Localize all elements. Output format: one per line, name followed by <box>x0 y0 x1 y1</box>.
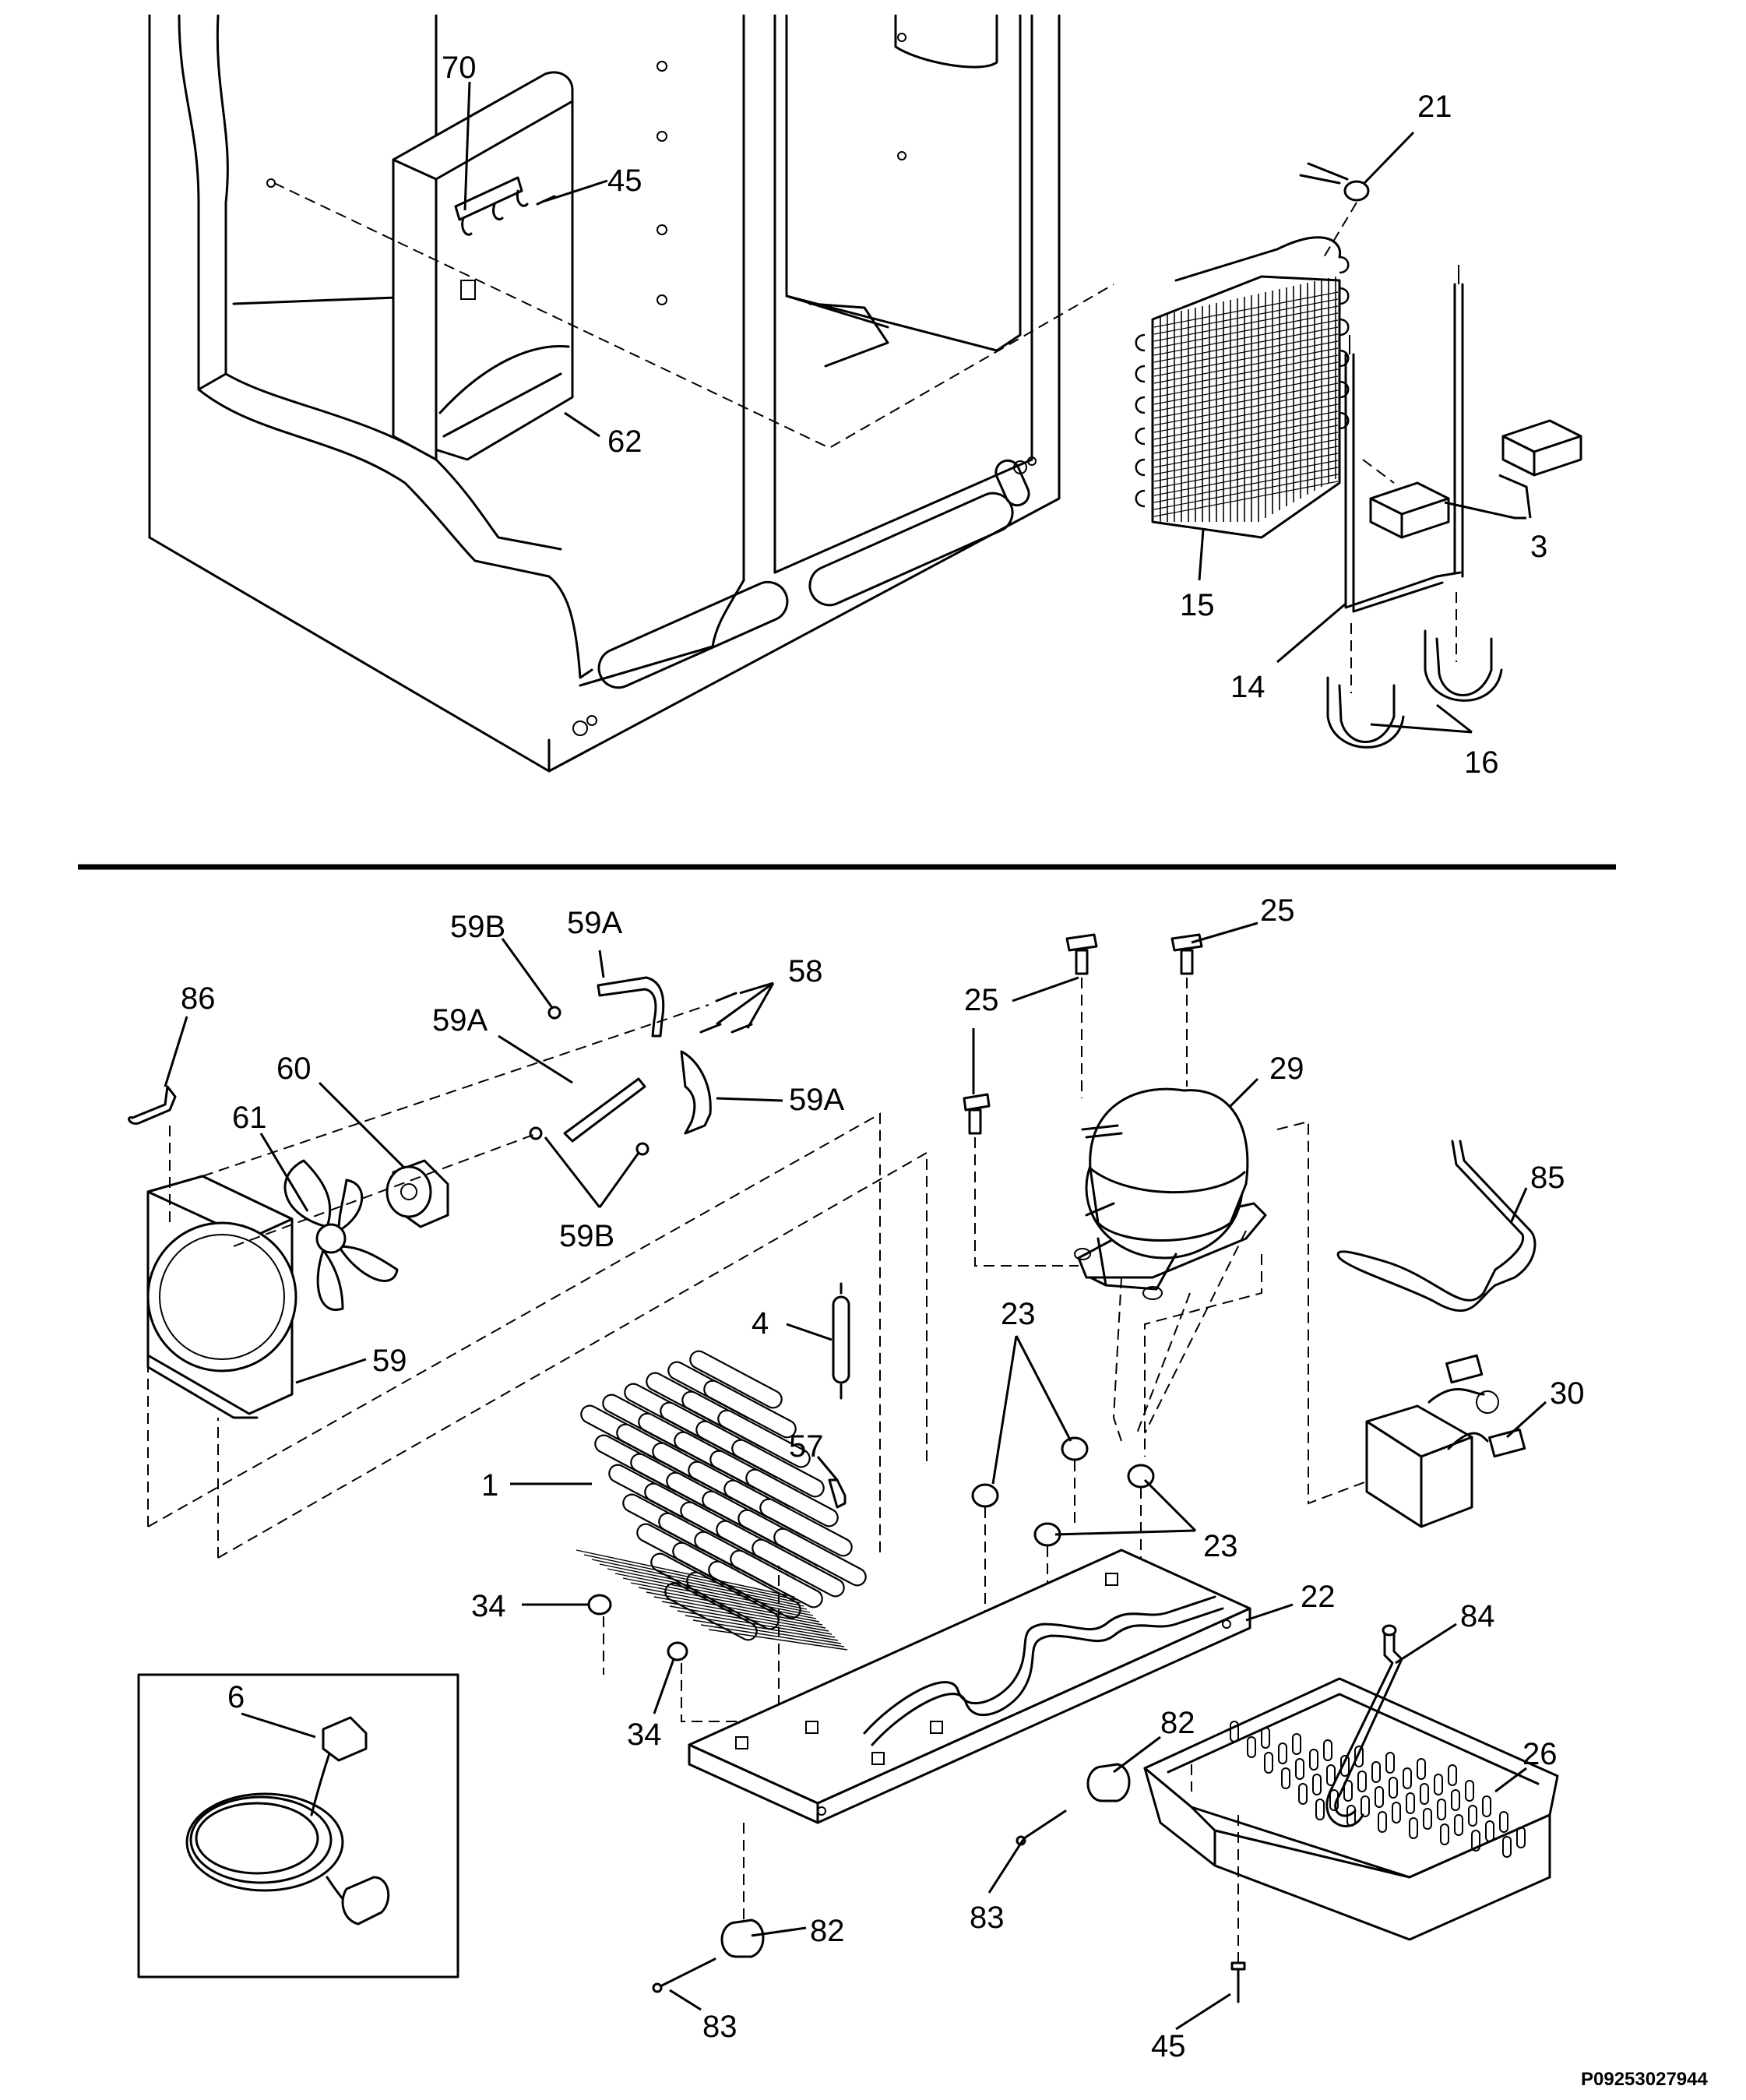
fan-motor-60 <box>385 1159 449 1228</box>
label-83-b: 83 <box>702 2010 737 2044</box>
label-4: 4 <box>752 1306 769 1341</box>
label-86: 86 <box>181 981 216 1016</box>
fittings-59b <box>529 1006 649 1156</box>
fittings-58 <box>699 992 753 1034</box>
base-plate-22 <box>688 1549 1251 1824</box>
label-59a-right: 59A <box>789 1083 844 1117</box>
label-45: 45 <box>607 164 642 198</box>
label-16: 16 <box>1464 745 1499 780</box>
tube-85 <box>1336 1140 1537 1312</box>
label-85: 85 <box>1530 1161 1565 1195</box>
compressor-29 <box>1074 1087 1267 1300</box>
label-6: 6 <box>227 1680 245 1714</box>
label-30: 30 <box>1550 1376 1585 1411</box>
label-34-a: 34 <box>471 1589 506 1623</box>
label-23-bottom: 23 <box>1203 1529 1238 1563</box>
drain-pan-26 <box>1143 1677 1559 1941</box>
part-labels: 70 45 62 21 15 3 14 16 59B 59A 58 59A 59… <box>181 51 1585 2063</box>
label-34-b: 34 <box>627 1718 662 1752</box>
label-15: 15 <box>1180 588 1215 622</box>
label-70: 70 <box>442 51 477 85</box>
label-59a-mid: 59A <box>432 1003 488 1038</box>
label-29: 29 <box>1269 1052 1304 1086</box>
document-id: P09253027944 <box>1581 2069 1708 2090</box>
spacers-34 <box>587 1594 688 1661</box>
bolts-25 <box>963 933 1203 1135</box>
label-23-top: 23 <box>1001 1297 1036 1331</box>
mounting-blocks-3 <box>1369 419 1582 539</box>
fitting-21 <box>1299 162 1370 202</box>
label-21: 21 <box>1417 90 1452 124</box>
drier-4 <box>832 1282 850 1400</box>
power-cord-inset-6 <box>137 1673 459 1978</box>
label-26: 26 <box>1522 1737 1558 1771</box>
condenser-bracket-14 <box>1344 265 1464 613</box>
label-25-mid: 25 <box>964 983 999 1017</box>
clamp-57 <box>828 1478 847 1509</box>
condenser-15 <box>1135 236 1350 539</box>
leader-lines <box>164 81 1547 2031</box>
label-59b-bottom: 59B <box>559 1219 614 1253</box>
label-58: 58 <box>788 954 823 988</box>
fan-shroud-59 <box>146 1175 297 1419</box>
label-14: 14 <box>1230 670 1265 704</box>
label-57: 57 <box>789 1429 824 1464</box>
fan-blade-61 <box>283 1159 399 1312</box>
label-59a-top: 59A <box>567 906 622 940</box>
label-25-top: 25 <box>1260 893 1295 928</box>
drain-tube-84 <box>1325 1624 1403 1827</box>
screw-45-bottom <box>1230 1961 1246 2003</box>
label-59: 59 <box>372 1344 407 1378</box>
label-61: 61 <box>232 1101 267 1135</box>
grommets-23 <box>971 1436 1155 1547</box>
label-83-a: 83 <box>970 1901 1005 1935</box>
clips-16 <box>1326 629 1503 749</box>
feet-82 <box>720 1763 1131 1958</box>
clip-86 <box>128 1085 177 1125</box>
label-82-b: 82 <box>810 1914 845 1948</box>
condenser-coil-1 <box>576 1350 867 1651</box>
label-45-bottom: 45 <box>1151 2029 1186 2063</box>
control-box-30 <box>1365 1354 1526 1528</box>
tubes-59a <box>563 976 712 1143</box>
label-22: 22 <box>1301 1580 1336 1614</box>
label-3: 3 <box>1530 530 1547 564</box>
label-60: 60 <box>276 1052 312 1086</box>
cabinet-drawing <box>148 14 1061 773</box>
label-82-a: 82 <box>1160 1706 1195 1740</box>
label-62: 62 <box>607 425 642 459</box>
label-59b-top: 59B <box>450 910 505 944</box>
label-84: 84 <box>1460 1599 1495 1633</box>
label-1: 1 <box>481 1468 498 1503</box>
evaporator-cover-62 <box>392 71 574 461</box>
